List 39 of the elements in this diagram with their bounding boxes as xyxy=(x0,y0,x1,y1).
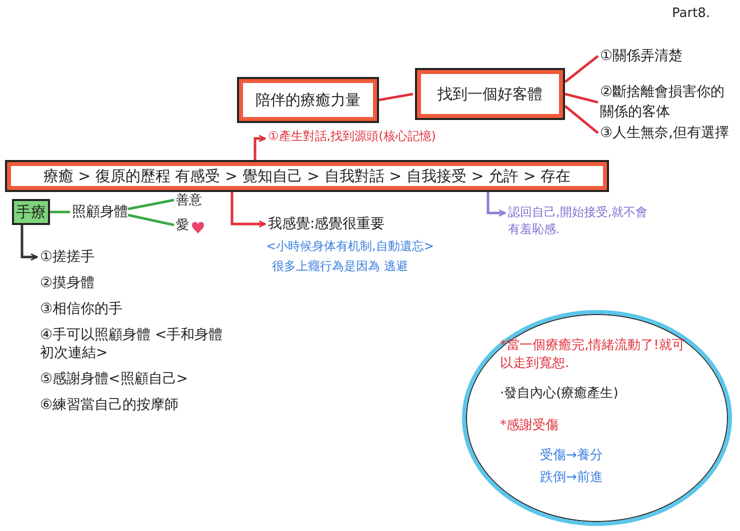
step-item: ⑥練習當自己的按摩師 xyxy=(40,396,180,414)
branch-text: ①產生對話,找到源頭(核心記憶) xyxy=(268,128,436,145)
process-box: 找到一個好客體 xyxy=(415,68,565,120)
connector-line xyxy=(50,210,70,214)
note-text: 很多上癮行為是因為 逃避 xyxy=(272,258,408,275)
connector-line xyxy=(128,214,174,226)
connector-line xyxy=(564,55,599,83)
step-item: ④手可以照顧身體 <手和身體初次連結> xyxy=(40,326,224,362)
process-box: 陪伴的療癒力量 xyxy=(237,77,379,123)
arrow xyxy=(254,134,266,160)
note-text: <小時候身体有机制,自動遺忘> xyxy=(266,238,434,255)
process-box: 手療 xyxy=(12,199,50,225)
connector-line xyxy=(564,92,598,104)
arrow xyxy=(486,192,506,217)
branch-text: 善意 xyxy=(176,191,202,209)
process-box: 療癒 > 復原的歷程 有感受 > 覺知自己 > 自我對話 > 自我接受 > 允許 > 存在 xyxy=(5,160,609,192)
note-text: ·發自內心(療癒產生) xyxy=(500,385,620,402)
branch-text: ①關係弄清楚 xyxy=(600,47,683,65)
branch-text: 我感覺:感覺很重要 xyxy=(268,215,385,233)
branch-text: 認回自己,開始接受,就不會有羞恥感. xyxy=(508,204,658,239)
step-item: ①搓搓手 xyxy=(40,248,96,266)
branch-text: 愛 xyxy=(176,216,189,234)
arrow xyxy=(230,192,266,228)
branch-text: 照顧身體 xyxy=(72,203,128,221)
connector-line xyxy=(378,92,414,102)
note-text: 受傷→養分 xyxy=(539,447,604,464)
branch-text: ②斷捨離會損害你的關係的客体 xyxy=(600,82,738,123)
connector-line xyxy=(564,105,599,134)
arrow xyxy=(20,225,38,261)
step-item: ②摸身體 xyxy=(40,274,96,292)
step-item: ③相信你的手 xyxy=(40,300,124,318)
note-text: 跌倒→前進 xyxy=(539,469,604,486)
note-circle xyxy=(462,310,732,526)
note-text: *當一個療癒完,情緒流動了!就可以走到寬恕. xyxy=(500,337,686,372)
connector-line xyxy=(128,198,174,210)
step-item: ⑤感謝身體<照顧自己> xyxy=(40,370,190,388)
note-text: *感謝受傷 xyxy=(500,417,560,434)
branch-text: ③人生無奈,但有選擇 xyxy=(600,124,730,142)
page-label: Part8. xyxy=(672,6,710,21)
